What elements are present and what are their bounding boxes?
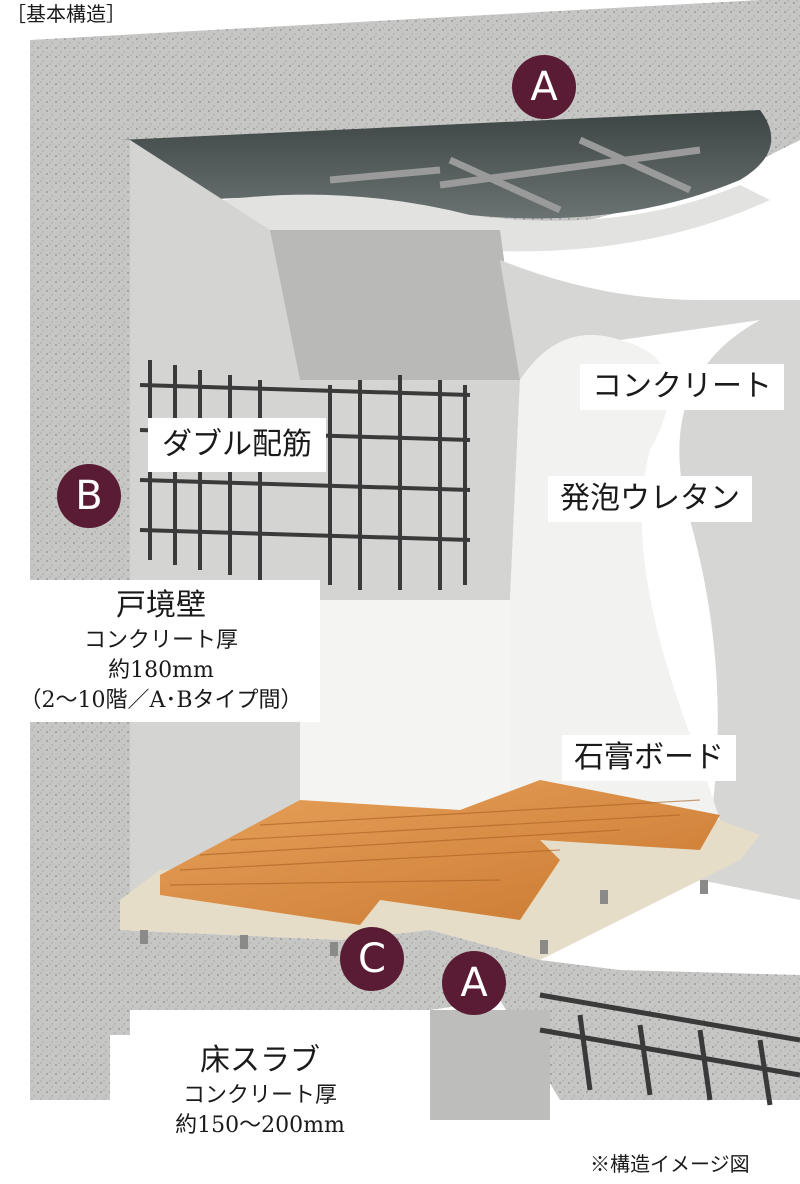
badge-c: C [340, 927, 404, 991]
bottom-slab [30, 900, 800, 1100]
boundary-wall-line1: コンクリート厚 [83, 628, 238, 653]
wood-grain [169, 799, 701, 886]
wall-beam [270, 230, 520, 380]
wood-floor [160, 780, 720, 925]
badge-a-top: A [512, 55, 576, 119]
gypsum-wall [300, 600, 510, 830]
floor-slab-line2: 約150〜200mm [175, 1113, 345, 1138]
label-double-rebar: ダブル配筋 [148, 418, 326, 472]
boundary-wall-title: 戸境壁 [116, 588, 206, 623]
ceiling-underside [120, 110, 772, 219]
floor-supports [140, 880, 708, 956]
boundary-wall-line3: （2〜10階／A･Bタイプ間） [19, 688, 303, 713]
boundary-wall-caption: 戸境壁 コンクリート厚 約180mm （2〜10階／A･Bタイプ間） [2, 580, 320, 722]
boundary-wall-line2: 約180mm [108, 658, 214, 683]
urethane-layer [510, 335, 720, 820]
badge-b: B [57, 464, 121, 528]
floor-slab-caption: 床スラブ コンクリート厚 約150〜200mm [110, 1035, 410, 1147]
label-concrete: コンクリート [580, 364, 784, 410]
footer-note: ※構造イメージ図 [590, 1152, 750, 1176]
floor-slab-title: 床スラブ [200, 1043, 320, 1078]
bottom-beam [430, 1010, 550, 1120]
badge-a-bottom: A [442, 951, 506, 1015]
label-gypsum: 石膏ボード [562, 735, 736, 781]
floor-slab-line1: コンクリート厚 [182, 1083, 337, 1108]
label-urethane: 発泡ウレタン [548, 476, 752, 522]
ceiling-joists [329, 136, 701, 214]
header-label: ［基本構造］ [6, 2, 126, 26]
slab-rebar [539, 992, 800, 1106]
